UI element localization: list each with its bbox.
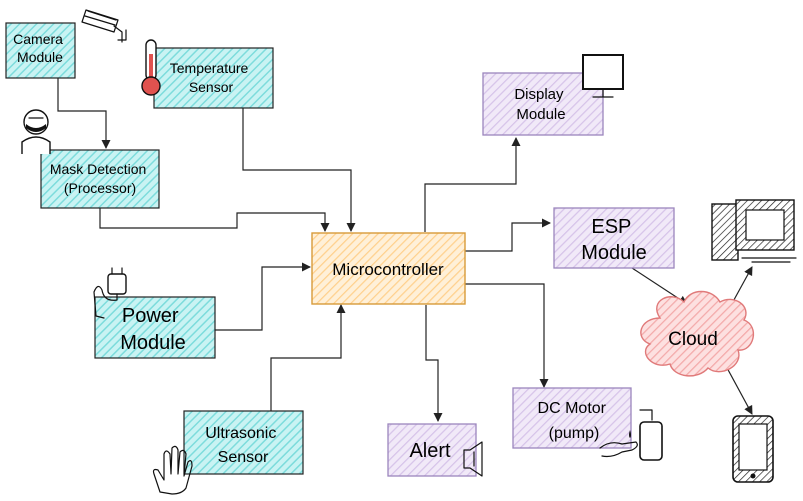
masked-person-icon (21, 109, 51, 154)
microcontroller-node: Microcontroller (311, 232, 466, 305)
microcontroller-label: Microcontroller (332, 260, 444, 279)
cctv-camera-icon (81, 9, 127, 43)
esp-module-node: ESP Module (553, 207, 675, 269)
edge-ultrasonic-to-micro (270, 304, 346, 411)
display-module-label: Display Module (514, 86, 567, 123)
smartphone-icon (732, 415, 774, 483)
esp-module-label: ESP Module (581, 216, 647, 264)
edge-micro-to-esp (465, 218, 551, 252)
desktop-computer-icon (711, 199, 797, 263)
edge-power-to-micro (215, 262, 311, 331)
dc-motor-node: DC Motor (pump) (512, 387, 632, 449)
edge-camera-to-mask (57, 78, 111, 149)
soap-dispenser-icon (599, 409, 663, 461)
temperature-sensor-label: Temperature Sensor (170, 60, 252, 95)
speaker-icon (463, 441, 483, 477)
edge-mask-to-micro (99, 208, 330, 232)
ultrasonic-sensor-node: Ultrasonic Sensor (183, 410, 304, 475)
edge-micro-to-display (424, 137, 521, 232)
thermometer-icon (141, 39, 161, 96)
mask-detection-label: Mask Detection (Processor) (50, 161, 150, 196)
power-module-node: Power Module (94, 296, 216, 359)
camera-module-label: Camera Module (13, 31, 67, 65)
alert-node: Alert (387, 423, 477, 477)
edge-micro-to-alert (425, 305, 443, 422)
ultrasonic-sensor-label: Ultrasonic Sensor (205, 425, 281, 466)
dc-motor-label: DC Motor (pump) (538, 400, 611, 442)
camera-module-node: Camera Module (5, 22, 76, 79)
temperature-sensor-node: Temperature Sensor (153, 47, 274, 109)
power-module-label: Power Module (120, 305, 186, 354)
mask-detection-node: Mask Detection (Processor) (40, 149, 160, 209)
monitor-icon (582, 54, 624, 98)
edge-cloud-to-phone (725, 365, 753, 415)
cloud-node: Cloud (640, 290, 755, 377)
alert-label: Alert (409, 440, 451, 462)
cloud-label: Cloud (668, 329, 718, 350)
hand-icon (152, 445, 193, 495)
power-plug-icon (93, 267, 127, 319)
edge-temperature-to-micro (242, 108, 356, 232)
edge-micro-to-motor (465, 283, 549, 388)
